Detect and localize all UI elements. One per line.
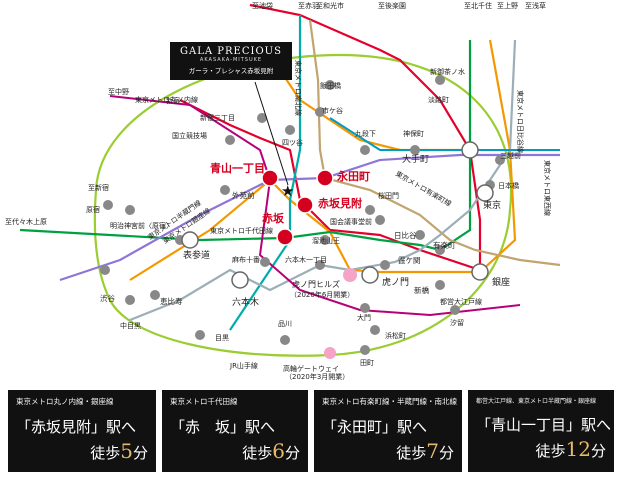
label-mitsukoshimae: 三越前 <box>500 151 521 160</box>
label-shin-ochanomizu: 新御茶ノ水 <box>430 67 465 76</box>
label-hamamatsucho: 浜松町 <box>385 331 406 340</box>
target-stations <box>261 169 334 246</box>
label-line-yamanote: JR山手線 <box>229 361 258 370</box>
label-ginza: 銀座 <box>492 276 510 288</box>
dir-nakano: 至中野 <box>108 87 129 96</box>
line-namboku <box>229 15 302 331</box>
label-shinjuku-sanchome: 新宿三丁目 <box>200 113 235 122</box>
access-card-akasaka-mitsuke: 東京メトロ丸ノ内線・銀座線 「赤坂見附」駅へ 徒歩5分 <box>8 390 156 472</box>
label-yotsuya: 四ツ谷 <box>282 138 303 147</box>
label-shimbashi: 新橋 <box>414 285 429 295</box>
label-shinjuku: 新宿 <box>166 96 180 105</box>
label-gaienmae: 外苑前 <box>232 190 255 200</box>
label-shibuya: 渋谷 <box>100 293 115 303</box>
label-sakuradamon: 桜田門 <box>378 191 399 200</box>
route-map: ★ 青山一丁目 永田町 赤坂見附 赤坂 外苑前 表参道 明治神宮前〈原宿〉 原宿… <box>5 1 561 380</box>
label-line-tozai: 東京メトロ東西線 <box>543 160 552 216</box>
line-hanzomon <box>59 153 560 282</box>
card-lines: 東京メトロ有楽町線・半蔵門線・南北線 <box>322 397 457 406</box>
label-aoyama-itchome: 青山一丁目 <box>210 161 265 175</box>
label-nakameguro: 中目黒 <box>120 321 141 330</box>
dir-ueno: 至上野 <box>497 1 518 10</box>
card-station: 「赤 坂」駅へ <box>170 418 276 436</box>
label-line-hibiya: 東京メトロ日比谷線 <box>516 90 525 153</box>
card-lines: 都営大江戸線、東京メトロ半蔵門線・銀座線 <box>476 398 597 405</box>
label-line-marunouchi: 東京メトロ丸ノ内線 <box>135 95 198 104</box>
label-omotesando: 表参道 <box>183 249 210 261</box>
label-iidabashi: 飯田橋 <box>320 81 341 90</box>
dir-ikebukuro: 至池袋 <box>252 1 273 10</box>
label-akasaka: 赤坂 <box>262 211 285 225</box>
label-shiodome: 汐留 <box>450 318 464 327</box>
card-station: 「青山一丁目」駅へ <box>476 416 612 434</box>
pointer-line <box>254 81 289 186</box>
label-ichigaya: 市ケ谷 <box>322 106 343 115</box>
logo-title: GALA PRECIOUS <box>180 46 282 57</box>
card-station: 「赤坂見附」駅へ <box>16 418 137 436</box>
card-walk: 徒歩6分 <box>242 439 300 463</box>
dir-wakoshi: 至和光市 <box>316 1 344 10</box>
label-takanawa-gateway: 高輪ゲートウェイ <box>283 364 339 373</box>
label-yurakucho: 有楽町 <box>433 240 456 250</box>
label-tamachi: 田町 <box>360 359 374 367</box>
label-toranomon: 虎ノ門 <box>382 276 409 288</box>
label-roppongi-itchome: 六本木一丁目 <box>285 255 327 264</box>
station-toranomon-hills <box>343 268 357 282</box>
label-kudanshita: 九段下 <box>355 129 376 138</box>
dir-korakuen: 至後楽園 <box>378 1 406 10</box>
card-walk: 徒歩12分 <box>535 437 606 461</box>
access-card-aoyama-itchome: 都営大江戸線、東京メトロ半蔵門線・銀座線 「青山一丁目」駅へ 徒歩12分 <box>468 390 614 472</box>
line-chiyoda <box>19 40 472 252</box>
dir-yoyogi-uehara: 至代々木上原 <box>5 217 47 226</box>
label-otemachi: 大手町 <box>402 153 429 165</box>
label-ebisu: 恵比寿 <box>160 296 183 306</box>
label-line-oedo: 都営大江戸線 <box>440 297 482 306</box>
logo-subtitle: AKASAKA-MITSUKE <box>199 57 263 63</box>
label-nihombashi: 日本橋 <box>498 181 519 190</box>
label-kokkai-gijidomae: 国会議事堂前 <box>330 217 372 226</box>
dir-akabane: 至赤羽 <box>298 2 319 10</box>
label-ueno: 御茶ノ水 <box>436 84 459 92</box>
label-hibiya: 日比谷 <box>394 230 417 240</box>
label-kokuritsu-kyogijo: 国立競技場 <box>172 131 207 140</box>
label-line-yurakucho: 東京メトロ有楽町線 <box>394 169 453 208</box>
label-harajuku: 原宿 <box>86 205 100 214</box>
label-takanawa-note: （2020年3月開業） <box>285 372 349 380</box>
label-azabu-juban: 麻布十番 <box>232 255 260 264</box>
logo-ja: ガーラ・プレシャス赤坂見附 <box>188 67 274 75</box>
label-meiji-jingumae: 明治神宮前〈原宿〉 <box>110 221 173 230</box>
label-kasumigaseki: 霞ケ関 <box>398 256 421 265</box>
line-oedo <box>109 95 521 317</box>
label-toranomon-hills-note: （2020年6月開業） <box>290 290 354 299</box>
card-lines: 東京メトロ丸ノ内線・銀座線 <box>16 397 114 406</box>
label-meguro: 目黒 <box>215 334 229 342</box>
dir-shinjuku: 至新宿 <box>88 183 109 192</box>
label-daimon: 大門 <box>357 313 371 322</box>
card-walk: 徒歩5分 <box>90 439 148 463</box>
card-station: 「永田町」駅へ <box>322 418 428 436</box>
label-toranomon-hills: 虎ノ門ヒルズ <box>292 279 340 289</box>
label-awajicho: 淡路町 <box>428 95 449 104</box>
label-tameike-sanno: 溜池山王 <box>312 236 340 245</box>
station-takanawa-gateway <box>324 347 336 359</box>
label-nagatacho: 永田町 <box>336 169 370 183</box>
station-dots <box>100 75 505 355</box>
station-hubs <box>181 141 494 289</box>
label-tokyo: 東京 <box>483 199 501 211</box>
card-lines: 東京メトロ千代田線 <box>170 397 238 406</box>
label-akasaka-mitsuke: 赤坂見附 <box>318 196 362 210</box>
dir-kita-senju: 至北千住 <box>464 1 492 10</box>
line-hibiya <box>129 39 517 322</box>
access-card-akasaka: 東京メトロ千代田線 「赤 坂」駅へ 徒歩6分 <box>162 390 308 472</box>
label-shinagawa: 品川 <box>278 320 292 328</box>
label-roppongi: 六本木 <box>232 296 259 308</box>
card-walk: 徒歩7分 <box>396 439 454 463</box>
dir-asakusa: 至浅草 <box>525 1 546 10</box>
label-jimbocho: 神保町 <box>403 129 424 138</box>
label-line-chiyoda: 東京メトロ千代田線 <box>210 226 273 235</box>
access-card-nagatacho: 東京メトロ有楽町線・半蔵門線・南北線 「永田町」駅へ 徒歩7分 <box>314 390 462 472</box>
property-logo: GALA PRECIOUS AKASAKA-MITSUKE ガーラ・プレシャス赤… <box>170 42 292 80</box>
label-line-namboku: 東京メトロ南北線 <box>294 60 303 116</box>
property-star: ★ <box>281 182 294 200</box>
